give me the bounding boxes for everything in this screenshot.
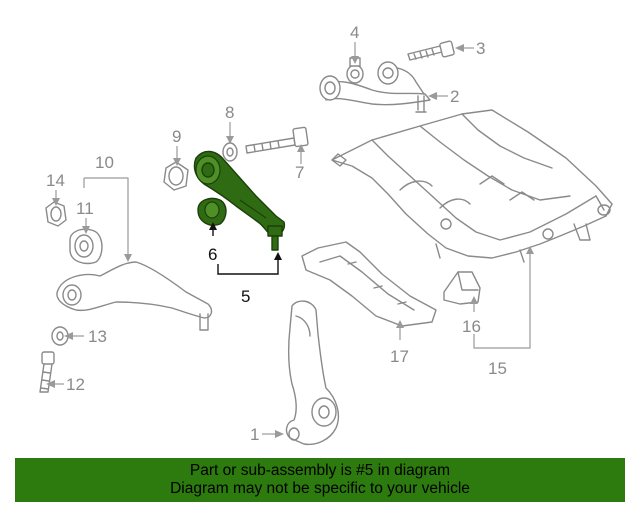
part-16-bracket [443,271,481,305]
callout-6: 6 [208,245,217,264]
callout-5: 5 [241,287,250,306]
callout-10: 10 [95,153,114,172]
part-2-upper-arm [319,61,431,113]
callout-8: 8 [225,103,234,122]
callout-11: 11 [76,199,94,218]
part-15-subframe [331,109,613,263]
part-13-washer [51,326,69,346]
callout-numbers: 1 2 3 4 5 6 7 8 9 10 11 12 13 14 15 16 1… [46,23,507,444]
part-10-lower-arm [56,261,213,331]
part-6-bushing-highlighted [197,197,227,226]
callout-12: 12 [66,375,85,394]
leader-lines [46,42,534,438]
callout-7: 7 [295,163,304,182]
callout-14: 14 [46,171,65,190]
parts-diagram: 1 2 3 4 5 6 7 8 9 10 11 12 13 14 15 16 1… [39,23,613,446]
callout-4: 4 [350,23,359,42]
callout-2: 2 [450,87,459,106]
info-banner: Part or sub-assembly is #5 in diagram Di… [15,458,625,502]
banner-line-1: Part or sub-assembly is #5 in diagram [189,462,451,479]
callout-13: 13 [88,327,107,346]
callout-15: 15 [488,359,507,378]
callout-3: 3 [476,39,485,58]
banner-line-2: Diagram may not be specific to your vehi… [170,480,470,497]
part-1-knuckle [285,300,340,446]
part-9-bushing [163,161,189,191]
callout-17: 17 [390,347,409,366]
part-12-bolt [39,351,55,393]
part-17-brace [301,241,437,327]
callout-9: 9 [172,127,181,146]
part-3-bolt [407,40,455,61]
part-7-bolt [245,126,309,154]
callout-16: 16 [462,317,481,336]
part-8-washer [222,142,238,162]
callout-1: 1 [250,425,259,444]
part-5-control-arm-highlighted [193,150,286,251]
part-11-bushing [69,228,103,265]
